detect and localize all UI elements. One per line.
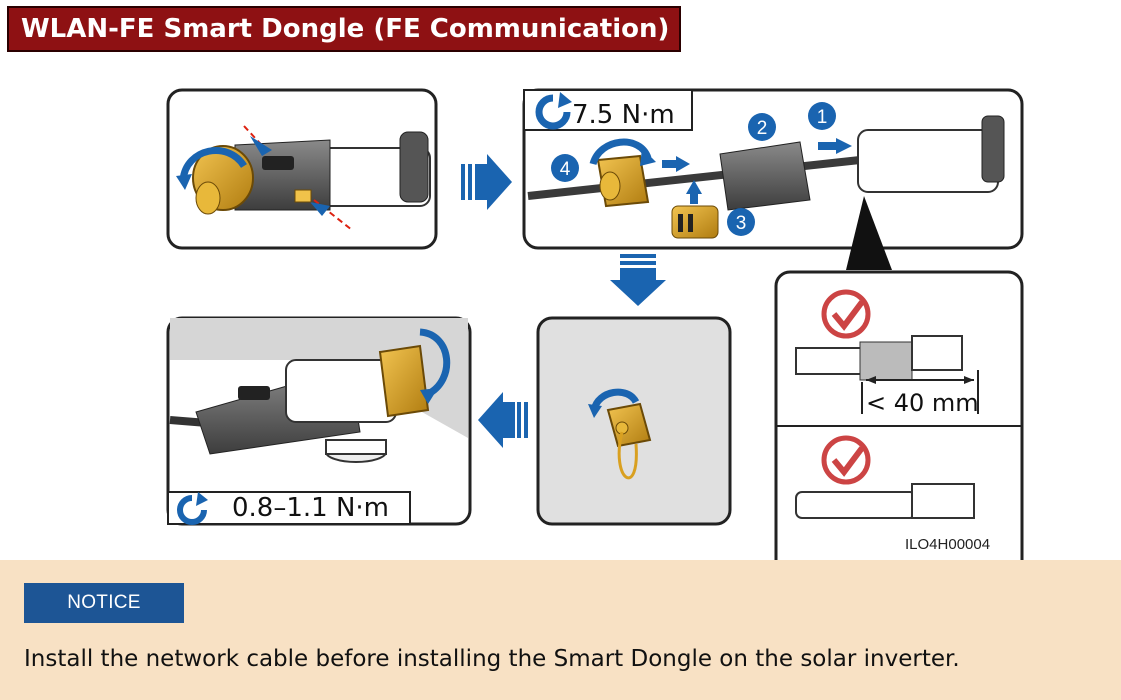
notice-text: Install the network cable before install… bbox=[24, 646, 960, 672]
step-badge-4: 4 bbox=[551, 154, 579, 182]
arrow-right-1 bbox=[461, 154, 512, 210]
panel-remove-cap bbox=[536, 316, 732, 526]
torque-top-label: 7.5 N·m bbox=[572, 100, 675, 130]
step-badge-3: 3 bbox=[727, 208, 755, 236]
arrow-down bbox=[610, 254, 666, 306]
notice-badge: NOTICE bbox=[24, 583, 184, 623]
panel-cable-check: < 40 mm bbox=[774, 270, 1024, 560]
panel-install-dongle bbox=[166, 316, 472, 526]
page-title: WLAN-FE Smart Dongle (FE Communication) bbox=[7, 6, 681, 52]
notice-box: NOTICE Install the network cable before … bbox=[0, 560, 1121, 700]
step-badge-1: 1 bbox=[808, 102, 836, 130]
length-note: < 40 mm bbox=[866, 389, 979, 417]
installation-figure: 1 2 3 4 7.5 N·m bbox=[166, 88, 1024, 560]
check-icon bbox=[821, 435, 871, 485]
torque-bottom-label: 0.8–1.1 N·m bbox=[232, 493, 389, 523]
panel-assemble-cable: 1 2 3 4 bbox=[522, 88, 1024, 270]
figure-id: ILO4H00004 bbox=[905, 536, 991, 553]
svg-text:3: 3 bbox=[736, 213, 747, 234]
svg-text:2: 2 bbox=[757, 118, 768, 139]
svg-text:4: 4 bbox=[560, 159, 571, 180]
panel-remove-nut bbox=[166, 88, 438, 250]
check-icon bbox=[821, 289, 871, 339]
svg-text:1: 1 bbox=[817, 107, 828, 128]
step-badge-2: 2 bbox=[748, 113, 776, 141]
arrow-left bbox=[478, 392, 528, 448]
